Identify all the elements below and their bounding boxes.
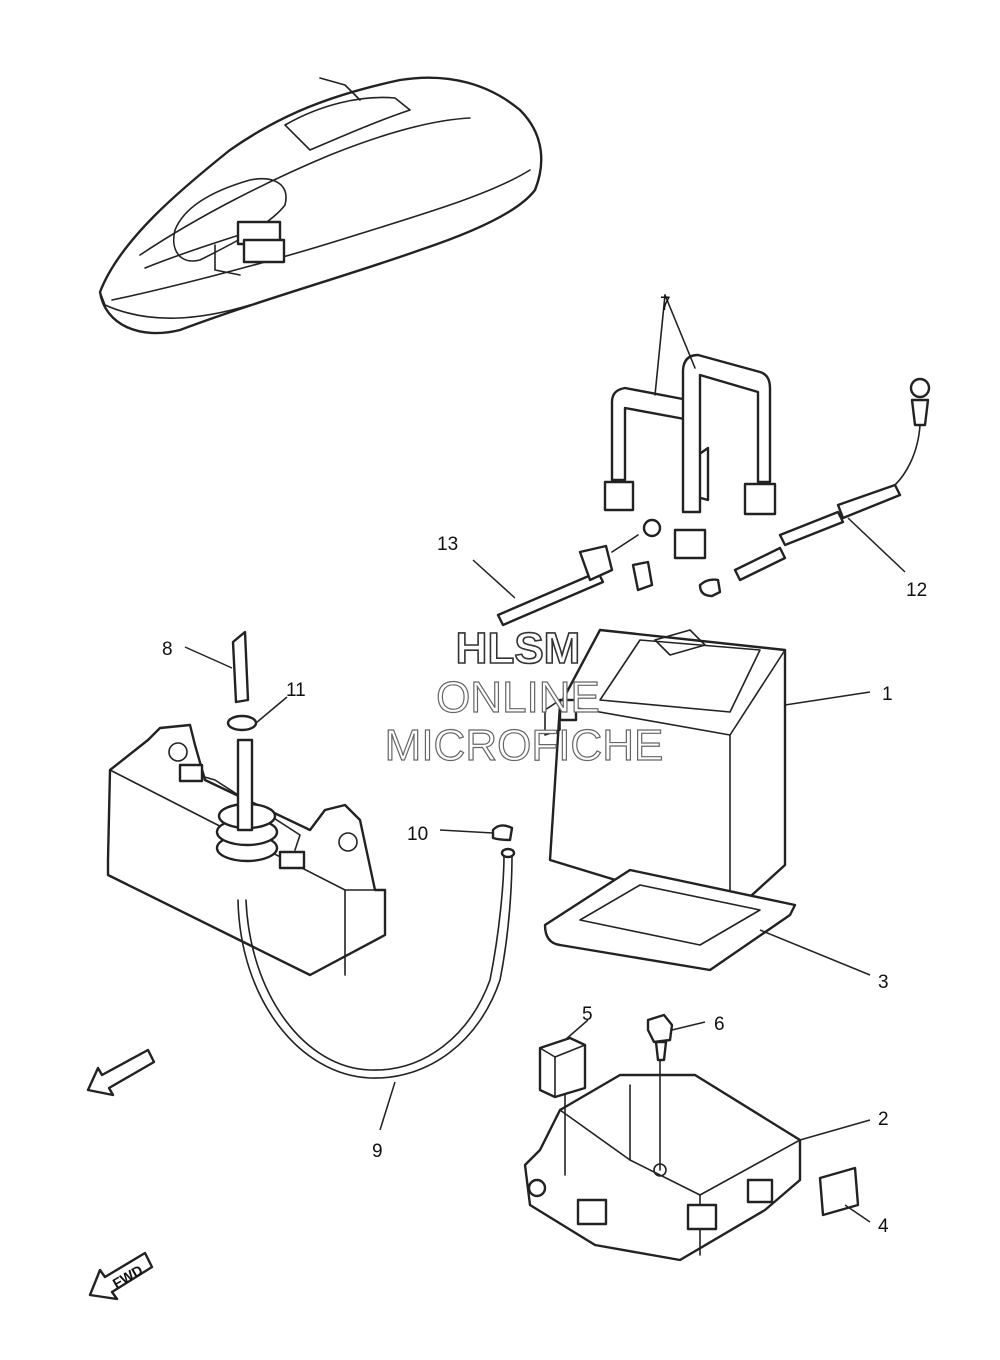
callout-8: 8: [162, 639, 173, 660]
battery-lead-12: [698, 377, 931, 598]
watermark-line-3: MICROFICHE: [385, 721, 664, 770]
hose-9: [237, 847, 516, 1131]
callout-labels: 1 2 3 4 5 6 7 8 9 10 11 12 13: [162, 294, 927, 1237]
bolt-6: [646, 1013, 706, 1062]
callout-7: 7: [660, 294, 671, 315]
battery-1: [544, 628, 871, 917]
callout-1: 1: [882, 684, 893, 705]
callout-4: 4: [878, 1216, 889, 1237]
battery-holder: [106, 723, 387, 977]
breather-pipe-8: [184, 630, 250, 704]
callout-5: 5: [582, 1004, 593, 1025]
battery-band-7: [603, 294, 777, 560]
callout-3: 3: [878, 972, 889, 993]
battery-case-2: [523, 1054, 871, 1262]
callout-12: 12: [906, 580, 927, 601]
battery-mat-3: [543, 868, 871, 976]
callout-13: 13: [437, 534, 458, 555]
terminal-cap-5: [538, 1019, 589, 1099]
clamp-11: [226, 696, 288, 732]
callout-9: 9: [372, 1141, 383, 1162]
battery-lead-13: [472, 518, 662, 627]
callout-6: 6: [714, 1014, 725, 1035]
callout-11: 11: [286, 680, 306, 701]
watercraft-overview: [98, 76, 543, 335]
callout-2: 2: [878, 1109, 889, 1130]
fwd-arrow-icon: FWD: [86, 1048, 156, 1301]
watermark-line-2: ONLINE: [436, 673, 600, 722]
callout-10: 10: [407, 824, 428, 845]
clip-10: [439, 824, 514, 842]
watermark-line-1: HLSM: [456, 624, 581, 673]
watermark: HLSM ONLINE MICROFICHE: [384, 623, 664, 770]
pad-4: [818, 1166, 871, 1223]
